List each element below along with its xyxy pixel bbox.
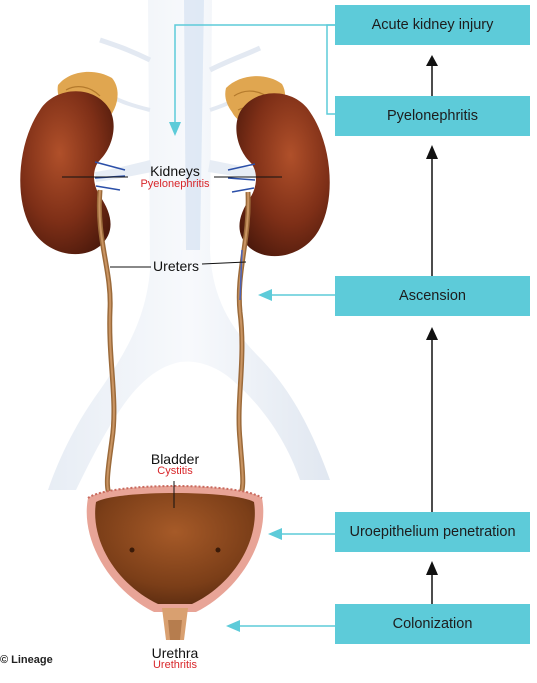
stage-pyelonephritis: Pyelonephritis — [335, 96, 530, 136]
progression-arrows — [426, 55, 438, 604]
urethra — [162, 608, 188, 640]
stage-uroepithelium-penetration: Uroepithelium penetration — [335, 512, 530, 552]
stage-acute-kidney-injury: Acute kidney injury — [335, 5, 530, 45]
bladder-label: Bladder — [150, 451, 200, 467]
bladder-condition-label: Cystitis — [157, 465, 193, 477]
copyright-notice: © Lineage — [0, 654, 53, 666]
kidneys-condition-label: Pyelonephritis — [140, 178, 210, 190]
label-leaders — [62, 176, 282, 508]
ureters-label: Ureters — [153, 258, 199, 274]
urethra-label: Urethra — [151, 645, 199, 661]
great-vessels — [48, 0, 330, 490]
ureters — [96, 189, 251, 502]
kidneys-label: Kidneys — [150, 163, 200, 179]
stage-colonization: Colonization — [335, 604, 530, 644]
left-kidney — [20, 91, 126, 255]
stage-connectors — [169, 24, 335, 632]
urethra-condition-label: Urethritis — [152, 659, 197, 671]
bladder — [86, 485, 264, 612]
stage-ascension: Ascension — [335, 276, 530, 316]
right-kidney — [227, 93, 330, 257]
